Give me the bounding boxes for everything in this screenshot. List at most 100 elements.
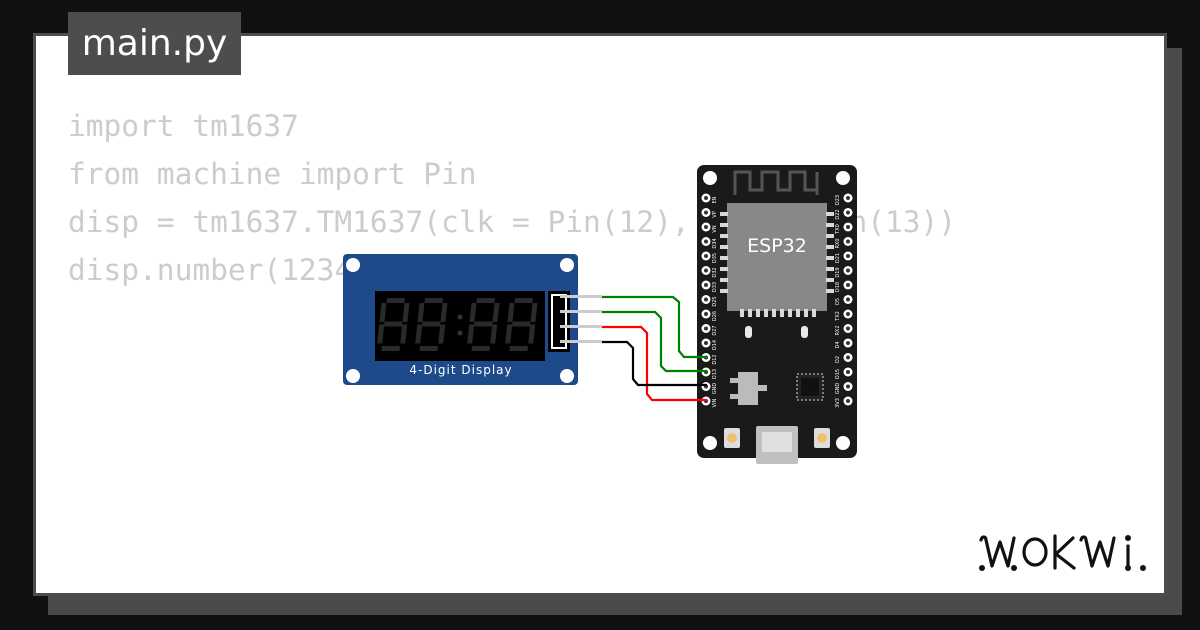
smd-led	[801, 326, 808, 338]
header-pin-hole	[846, 312, 850, 316]
module-pad	[826, 223, 834, 227]
preview-card	[33, 33, 1167, 596]
segment	[505, 324, 513, 344]
header-pin-hole	[704, 326, 708, 331]
header-pin-hole	[846, 196, 850, 200]
boot-button-cap[interactable]	[727, 433, 737, 443]
header-pin-hole	[846, 341, 850, 345]
segment	[509, 346, 528, 351]
pin-label: VP	[712, 211, 718, 217]
pin-label: D5	[835, 298, 841, 305]
segment	[467, 324, 475, 344]
pin-label: TX0	[835, 224, 841, 235]
header-pin-hole	[704, 225, 708, 229]
micro-usb-opening	[762, 432, 792, 452]
header-pin-hole	[846, 283, 850, 287]
module-pad	[826, 256, 834, 260]
mounting-hole	[346, 369, 360, 383]
segment	[492, 303, 500, 322]
header-pin-hole	[846, 297, 850, 302]
mounting-hole	[346, 258, 360, 272]
pin-label: D32	[712, 267, 718, 277]
display-label: 4-Digit Display	[409, 363, 512, 377]
header-pin-hole	[704, 254, 708, 258]
pin-clk[interactable]	[560, 295, 602, 298]
pin-header	[548, 291, 570, 352]
pin-label: D19	[835, 267, 841, 277]
module-pad	[720, 256, 728, 260]
pin-label: RX2	[835, 325, 841, 335]
module-pad	[720, 212, 728, 216]
module-pad	[720, 245, 728, 249]
regulator-lead	[758, 385, 767, 391]
segment	[528, 324, 536, 344]
digit	[415, 298, 448, 351]
header-pin-hole	[846, 326, 850, 331]
module-pad	[740, 309, 744, 317]
pin-label: D21	[835, 253, 841, 263]
segment	[402, 303, 410, 322]
pin-label: EN	[712, 196, 718, 203]
segment	[474, 321, 493, 327]
right-pin-header: D23D22TX0RX0D21D19D18D5TX2RX2D4D2D15GND3…	[835, 193, 853, 408]
module-pad	[748, 309, 752, 317]
wire-gnd[interactable]	[602, 340, 707, 387]
esp32-board[interactable]: ESP32 ENVPVND34D35D32D33D25D26D27D14D12D…	[697, 165, 857, 464]
segment	[490, 324, 498, 344]
colon-dot	[457, 330, 463, 336]
regulator-lead	[730, 394, 738, 399]
pin-label: TX2	[835, 311, 841, 322]
pin-gnd[interactable]	[560, 340, 602, 343]
module-pad	[826, 289, 834, 293]
module-pad	[788, 309, 792, 317]
header-pin-hole	[704, 196, 708, 200]
pin-label: D12	[712, 354, 718, 364]
wokwi-logo-mark	[979, 534, 1146, 571]
pin-header-outline	[551, 294, 567, 349]
pin-label: D25	[712, 296, 718, 306]
pin-label: D23	[835, 195, 841, 205]
pin-label: 3V3	[835, 398, 841, 408]
mounting-hole	[560, 258, 574, 272]
pin-label: D34	[712, 238, 718, 248]
segment	[400, 324, 408, 344]
module-pads	[720, 212, 834, 317]
header-pins	[560, 295, 602, 343]
segment	[379, 303, 387, 322]
wire-dio[interactable]	[602, 310, 707, 373]
module-pad	[826, 245, 834, 249]
segment	[507, 303, 515, 322]
pin-label: D13	[712, 369, 718, 379]
en-button-cap[interactable]	[817, 433, 827, 443]
header-pin-hole	[846, 384, 850, 389]
digit	[505, 298, 538, 351]
header-pin-hole	[846, 268, 850, 273]
esp32-module-shield	[727, 203, 827, 311]
digit	[377, 298, 410, 351]
pin-dio[interactable]	[560, 310, 602, 313]
module-pad	[720, 234, 728, 238]
module-pad	[826, 278, 834, 282]
segment	[422, 321, 441, 327]
wire-vcc[interactable]	[602, 325, 707, 402]
regulator-lead	[730, 378, 738, 383]
segment	[469, 303, 477, 322]
module-pad	[720, 223, 728, 227]
module-pad	[756, 309, 760, 317]
antenna-trace	[733, 170, 819, 195]
module-pad	[826, 267, 834, 271]
segment	[419, 346, 438, 351]
segment	[512, 321, 531, 327]
wire-clk[interactable]	[602, 295, 707, 359]
pin-label: D22	[835, 209, 841, 219]
segment	[417, 303, 425, 322]
left-pin-header: ENVPVND34D35D32D33D25D26D27D14D12D13GNDV…	[701, 193, 718, 407]
segment	[386, 298, 405, 303]
segment	[471, 346, 490, 351]
module-pad	[720, 278, 728, 282]
header-pin-hole	[846, 355, 850, 360]
pin-vcc[interactable]	[560, 325, 602, 328]
tm1637-display-module[interactable]: 4-Digit Display	[343, 254, 578, 385]
pin-label: D14	[712, 340, 718, 350]
colon-dot	[457, 314, 463, 320]
